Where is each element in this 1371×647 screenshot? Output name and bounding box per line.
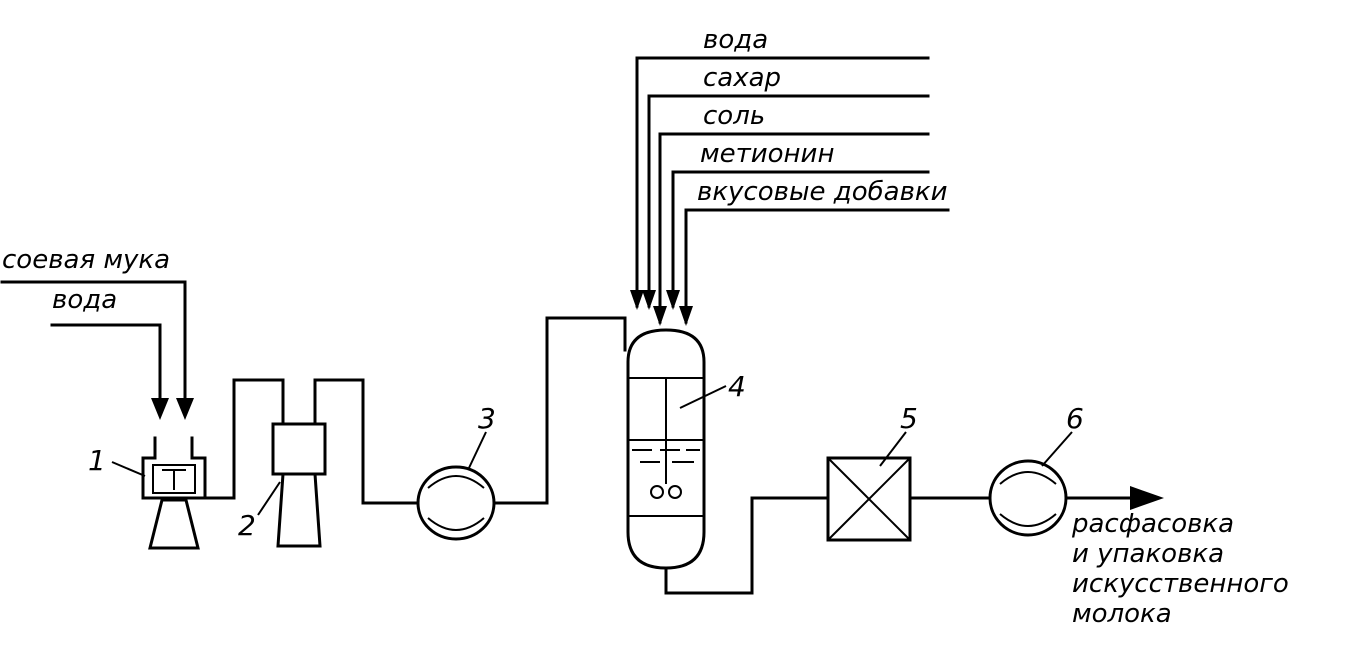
- equipment-4-reactor: [626, 328, 706, 570]
- label-soy-flour: соевая мука: [2, 245, 170, 275]
- output-line-2: и упаковка: [1072, 539, 1224, 569]
- leader-3: [467, 431, 487, 471]
- pipe-3-4: [492, 316, 627, 505]
- line-input-water: [635, 56, 930, 308]
- arrow-input-sugar: [642, 290, 656, 310]
- arrow-input-flavors: [679, 306, 693, 326]
- leader-5: [879, 431, 907, 467]
- pipe-4-5: [664, 496, 830, 595]
- leader-2: [257, 481, 281, 516]
- arrow-water-left: [151, 398, 169, 420]
- equipment-6-cooler: [988, 459, 1068, 537]
- arrow-input-water: [630, 290, 644, 310]
- equipment-3-heat-exchanger: [416, 465, 496, 541]
- line-input-sugar: [647, 94, 930, 308]
- number-6: 6: [1066, 402, 1084, 435]
- equipment-2: [271, 422, 327, 548]
- number-1: 1: [88, 444, 106, 477]
- label-input-salt: соль: [703, 101, 765, 131]
- line-input-methionine: [671, 170, 930, 308]
- line-input-flavors: [684, 208, 950, 324]
- number-3: 3: [478, 402, 496, 435]
- leader-1: [111, 461, 146, 477]
- label-input-sugar: сахар: [703, 63, 781, 93]
- pipe-2-3: [313, 378, 420, 505]
- pipe-1-2: [203, 378, 285, 500]
- number-4: 4: [728, 370, 746, 403]
- label-input-water: вода: [703, 25, 768, 55]
- arrow-soy-flour: [176, 398, 194, 420]
- equipment-5-filter: [826, 456, 912, 542]
- line-input-salt: [658, 132, 930, 324]
- leader-4: [679, 385, 727, 409]
- equipment-1-mixer: [141, 436, 207, 550]
- arrow-output: [1130, 486, 1164, 510]
- label-water-left: вода: [52, 285, 117, 315]
- arrow-input-methionine: [666, 290, 680, 310]
- number-2: 2: [238, 509, 256, 542]
- output-line-4: молока: [1072, 599, 1172, 629]
- number-5: 5: [900, 402, 918, 435]
- line-soy-flour: [0, 280, 187, 412]
- output-line-3: искусственного: [1072, 569, 1289, 599]
- arrow-input-salt: [653, 306, 667, 326]
- leader-6: [1041, 431, 1073, 467]
- line-water-left: [50, 323, 162, 412]
- label-input-methionine: метионин: [700, 139, 834, 169]
- label-input-flavors: вкусовые добавки: [697, 177, 948, 207]
- output-line-1: расфасовка: [1071, 509, 1234, 539]
